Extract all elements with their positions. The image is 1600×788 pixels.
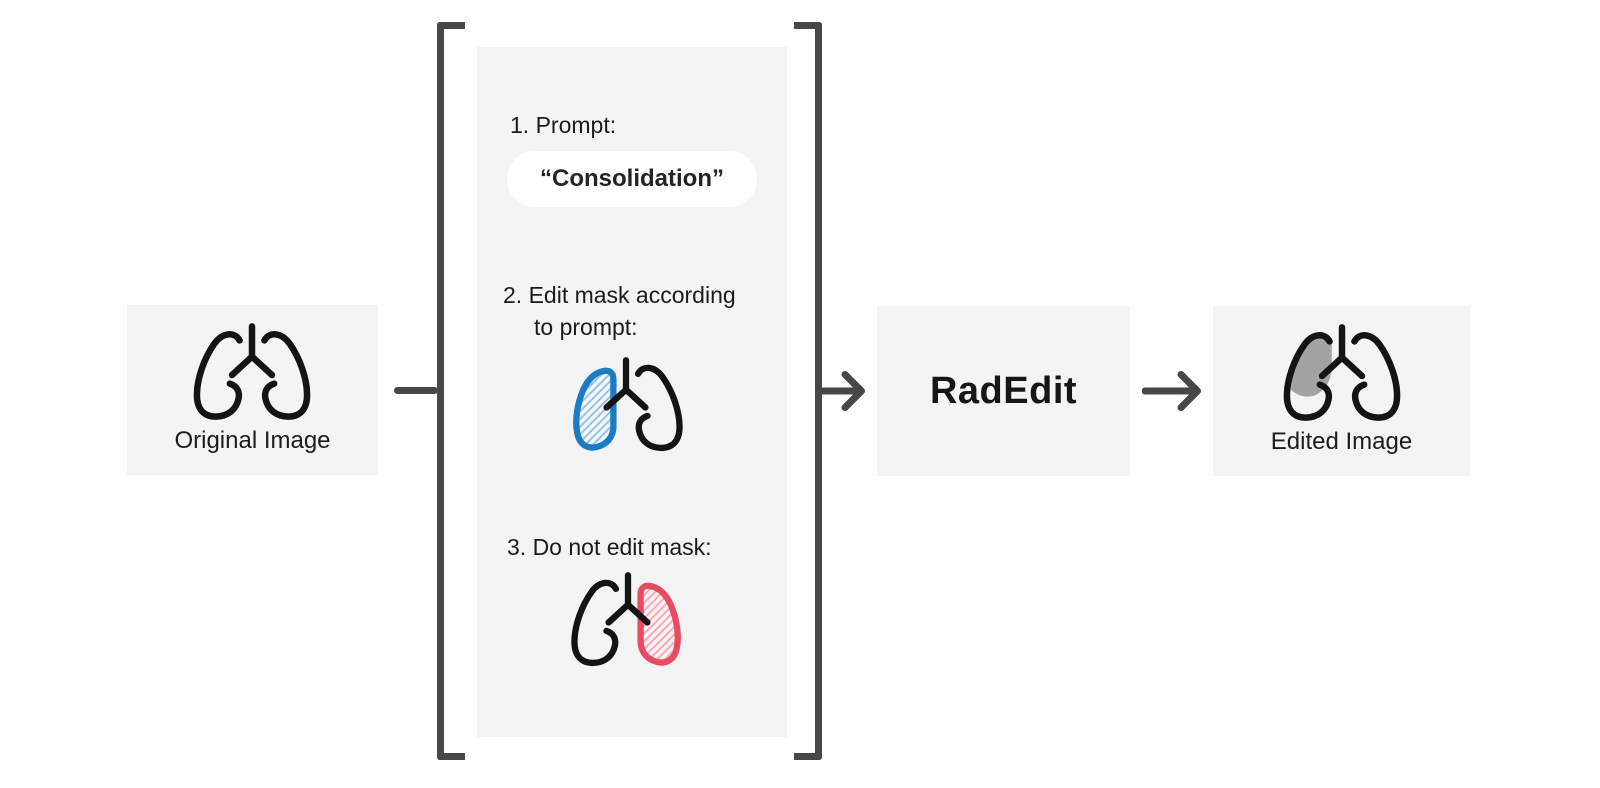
lungs-keep-mask-icon	[571, 572, 681, 667]
step3-label: 3. Do not edit mask:	[507, 534, 712, 560]
prompt-pill: “Consolidation”	[507, 151, 757, 207]
left-lobe-path	[193, 331, 243, 420]
left-bronchus-path	[603, 386, 630, 411]
instruction-panel: 1. Prompt: “Consolidation” 2. Edit mask …	[477, 47, 787, 737]
keep-mask-lobe-path	[637, 582, 681, 666]
step2-label: 2. Edit mask according to prompt:	[503, 279, 736, 343]
arrow-to-output-icon	[1142, 371, 1201, 411]
original-image-label: Original Image	[174, 427, 331, 454]
raded-model-box: RadEdit	[877, 306, 1130, 476]
right-bracket	[794, 22, 822, 760]
left-bracket	[437, 22, 465, 760]
right-lobe-path	[634, 364, 683, 452]
edited-image-label: Edited Image	[1270, 428, 1413, 455]
right-bronchus-path	[624, 601, 651, 626]
raded-model-label: RadEdit	[929, 369, 1078, 412]
step2-label-line2: to prompt:	[534, 314, 638, 340]
arrow-to-model-icon	[820, 371, 865, 411]
original-image-box: Original Image	[127, 305, 378, 475]
consolidation-blob-path	[1290, 335, 1332, 397]
step2-label-line1: 2. Edit mask according	[503, 282, 736, 308]
right-lobe-path	[261, 331, 311, 420]
left-bronchus-path	[1318, 354, 1346, 380]
edit-mask-lobe-path	[573, 367, 617, 451]
lungs-consolidation-icon	[1283, 324, 1401, 421]
left-lobe-path	[571, 579, 620, 667]
connector-line	[394, 387, 438, 394]
lungs-edit-mask-icon	[573, 357, 683, 452]
edited-image-box: Edited Image	[1213, 306, 1470, 476]
right-bronchus-path	[1338, 354, 1366, 380]
right-lobe-path	[1351, 332, 1401, 421]
right-bronchus-path	[248, 353, 276, 379]
left-lobe-path	[1283, 332, 1333, 421]
step1-label: 1. Prompt:	[510, 112, 617, 138]
lungs-icon	[193, 323, 311, 420]
left-bronchus-path	[605, 601, 632, 626]
left-bronchus-path	[228, 353, 256, 379]
right-bronchus-path	[622, 386, 649, 411]
